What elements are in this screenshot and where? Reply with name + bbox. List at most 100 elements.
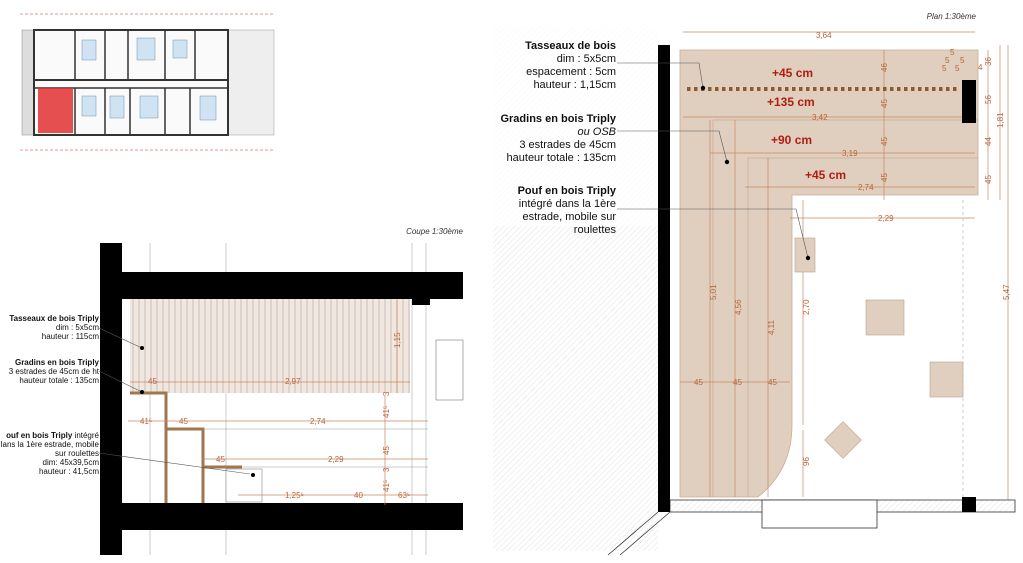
dimension-label: 45	[880, 173, 889, 182]
tasseau	[897, 87, 901, 91]
svg-text:3: 3	[382, 391, 391, 396]
svg-text:espacement : 5cm: espacement : 5cm	[526, 66, 616, 78]
dimension-label: 5	[960, 56, 965, 65]
svg-text:2,74: 2,74	[858, 183, 874, 192]
pillar	[962, 80, 976, 123]
pouf	[225, 468, 263, 503]
svg-text:hauteur : 115cm: hauteur : 115cm	[42, 332, 100, 341]
tasseau	[743, 87, 747, 91]
tasseau	[855, 87, 859, 91]
svg-text:3 estrades de 45cm de ht: 3 estrades de 45cm de ht	[9, 367, 100, 376]
svg-text:intégré dans la 1ère: intégré dans la 1ère	[519, 198, 616, 210]
dimension-label: 5	[942, 64, 947, 73]
svg-text:ou OSB: ou OSB	[577, 126, 616, 138]
svg-text:63⁵: 63⁵	[398, 491, 410, 500]
cushion	[824, 421, 862, 459]
section-notes: Tasseaux de bois Triply dim : 5x5cm haut…	[1, 314, 100, 476]
tasseau	[918, 87, 922, 91]
svg-text:3: 3	[382, 467, 391, 472]
tasseau	[736, 87, 740, 91]
tasseau	[729, 87, 733, 91]
tasseau	[953, 87, 957, 91]
tasseau	[785, 87, 789, 91]
tasseau	[932, 87, 936, 91]
svg-text:1,25⁵: 1,25⁵	[285, 491, 304, 500]
svg-text:45: 45	[148, 377, 157, 386]
tasseau	[687, 87, 691, 91]
tasseau	[883, 87, 887, 91]
dimension-label: 46	[880, 63, 889, 72]
tasseau	[820, 87, 824, 91]
tasseau	[841, 87, 845, 91]
svg-text:hauteur : 1,15cm: hauteur : 1,15cm	[533, 79, 616, 91]
svg-text:41⁵: 41⁵	[140, 417, 152, 426]
svg-text:hauteur totale : 135cm: hauteur totale : 135cm	[507, 152, 616, 164]
svg-text:Gradins en bois Triply: Gradins en bois Triply	[15, 358, 100, 367]
door	[761, 499, 878, 529]
slats-area	[130, 299, 410, 393]
tasseau	[694, 87, 698, 91]
plan-notes: Tasseaux de bois dim : 5x5cm espacement …	[500, 40, 616, 236]
svg-text:lans la 1ère estrade, mobile: lans la 1ère estrade, mobile	[1, 440, 100, 449]
tasseau	[792, 87, 796, 91]
dimension-label: 5,47	[1002, 284, 1011, 300]
section-drawing: Coupe 1:30ème 45 2,97 1,15 41⁵ 45 2,74 4…	[1, 227, 464, 555]
dimension-label: 4	[978, 63, 983, 72]
pouf	[794, 237, 816, 273]
tasseau	[848, 87, 852, 91]
tasseau	[890, 87, 894, 91]
svg-text:2,97: 2,97	[285, 377, 301, 386]
tasseau	[806, 87, 810, 91]
key-plan	[20, 13, 275, 151]
section-caption: Coupe 1:30ème	[406, 227, 463, 236]
svg-text:Tasseaux de bois: Tasseaux de bois	[525, 40, 616, 52]
level-label: +90 cm	[771, 133, 812, 147]
dimension-label: 2,70	[802, 299, 811, 315]
plan-drawing: Plan 1:30ème +45 cm +135 cm +90 cm +45 c…	[493, 12, 1016, 556]
svg-text:45: 45	[216, 455, 225, 464]
column	[100, 243, 122, 555]
tasseau	[813, 87, 817, 91]
cushion	[929, 361, 964, 398]
svg-text:sur roulettes: sur roulettes	[55, 449, 99, 458]
svg-text:Tasseaux de bois Triply: Tasseaux de bois Triply	[9, 314, 99, 323]
dimension-label: 45	[880, 137, 889, 146]
cushion	[865, 299, 905, 336]
dimension-label: 44	[984, 137, 993, 146]
highlighted-room	[38, 88, 73, 133]
tasseau	[764, 87, 768, 91]
svg-text:Pouf en bois Triply: Pouf en bois Triply	[518, 185, 617, 197]
tasseau	[722, 87, 726, 91]
svg-text:41⁵: 41⁵	[382, 480, 391, 492]
floor-slab	[100, 503, 463, 530]
svg-text:ouf en bois Triply intégré: ouf en bois Triply intégré	[6, 431, 99, 440]
svg-text:2,29: 2,29	[328, 455, 344, 464]
tasseau	[771, 87, 775, 91]
tasseau	[925, 87, 929, 91]
dimension-label: 5	[955, 64, 960, 73]
dimension-label: 56	[984, 95, 993, 104]
svg-text:45: 45	[179, 417, 188, 426]
tasseau	[708, 87, 712, 91]
svg-text:3,19: 3,19	[842, 149, 858, 158]
svg-text:45: 45	[733, 378, 742, 387]
tasseau	[834, 87, 838, 91]
tasseau	[778, 87, 782, 91]
tasseau	[750, 87, 754, 91]
tasseau	[876, 87, 880, 91]
svg-text:Gradins en bois Triply: Gradins en bois Triply	[500, 113, 616, 125]
level-label: +45 cm	[772, 66, 813, 80]
svg-text:45: 45	[382, 446, 391, 455]
tasseau	[799, 87, 803, 91]
svg-text:dim : 5x5cm: dim : 5x5cm	[56, 323, 99, 332]
level-label: +135 cm	[767, 95, 815, 109]
dimension-label: 4,11	[767, 319, 776, 335]
dimension-label: 45	[984, 175, 993, 184]
svg-text:3,64: 3,64	[816, 31, 832, 40]
tasseau	[715, 87, 719, 91]
svg-text:estrade, mobile sur: estrade, mobile sur	[522, 211, 616, 223]
steps	[130, 391, 242, 503]
dimension-label: 5	[950, 48, 955, 57]
wall	[658, 45, 670, 500]
